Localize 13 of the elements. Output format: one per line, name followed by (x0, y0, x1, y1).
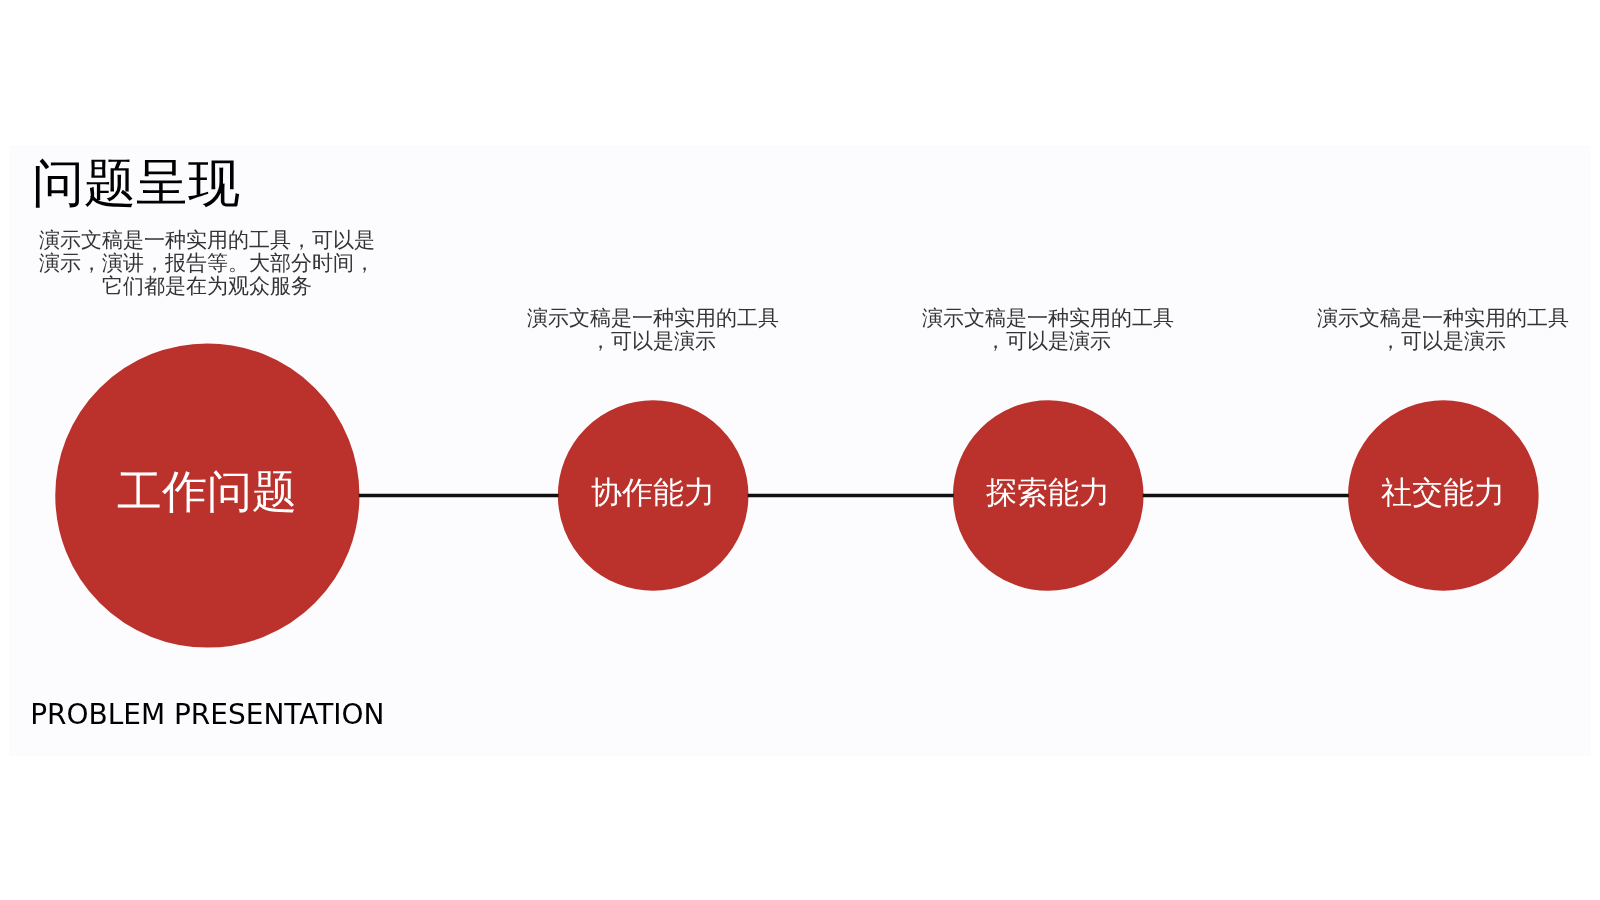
node-circle: 协作能力 (557, 399, 749, 591)
diagram-title: 问题呈现 (31, 151, 240, 213)
connector (358, 493, 559, 497)
node-circle: 探索能力 (952, 399, 1144, 591)
connector (747, 493, 954, 497)
node-label: 演示文稿是一种实用的工具，可以是演示 (922, 305, 1175, 353)
node-label: 演示文稿是一种实用的工具，可以是演示 (527, 305, 780, 353)
node-circle: 工作问题 (55, 342, 360, 648)
node-label: 演示文稿是一种实用的工具，可以是演示 (1317, 305, 1570, 353)
label: PROBLEM PRESENTATION (30, 697, 385, 731)
connector (1142, 493, 1349, 497)
node-circle: 社交能力 (1348, 399, 1539, 591)
node-label: 演示文稿是一种实用的工具，可以是演示，演讲，报告等。大部分时间，它们都是在为观众服务 (39, 227, 376, 298)
